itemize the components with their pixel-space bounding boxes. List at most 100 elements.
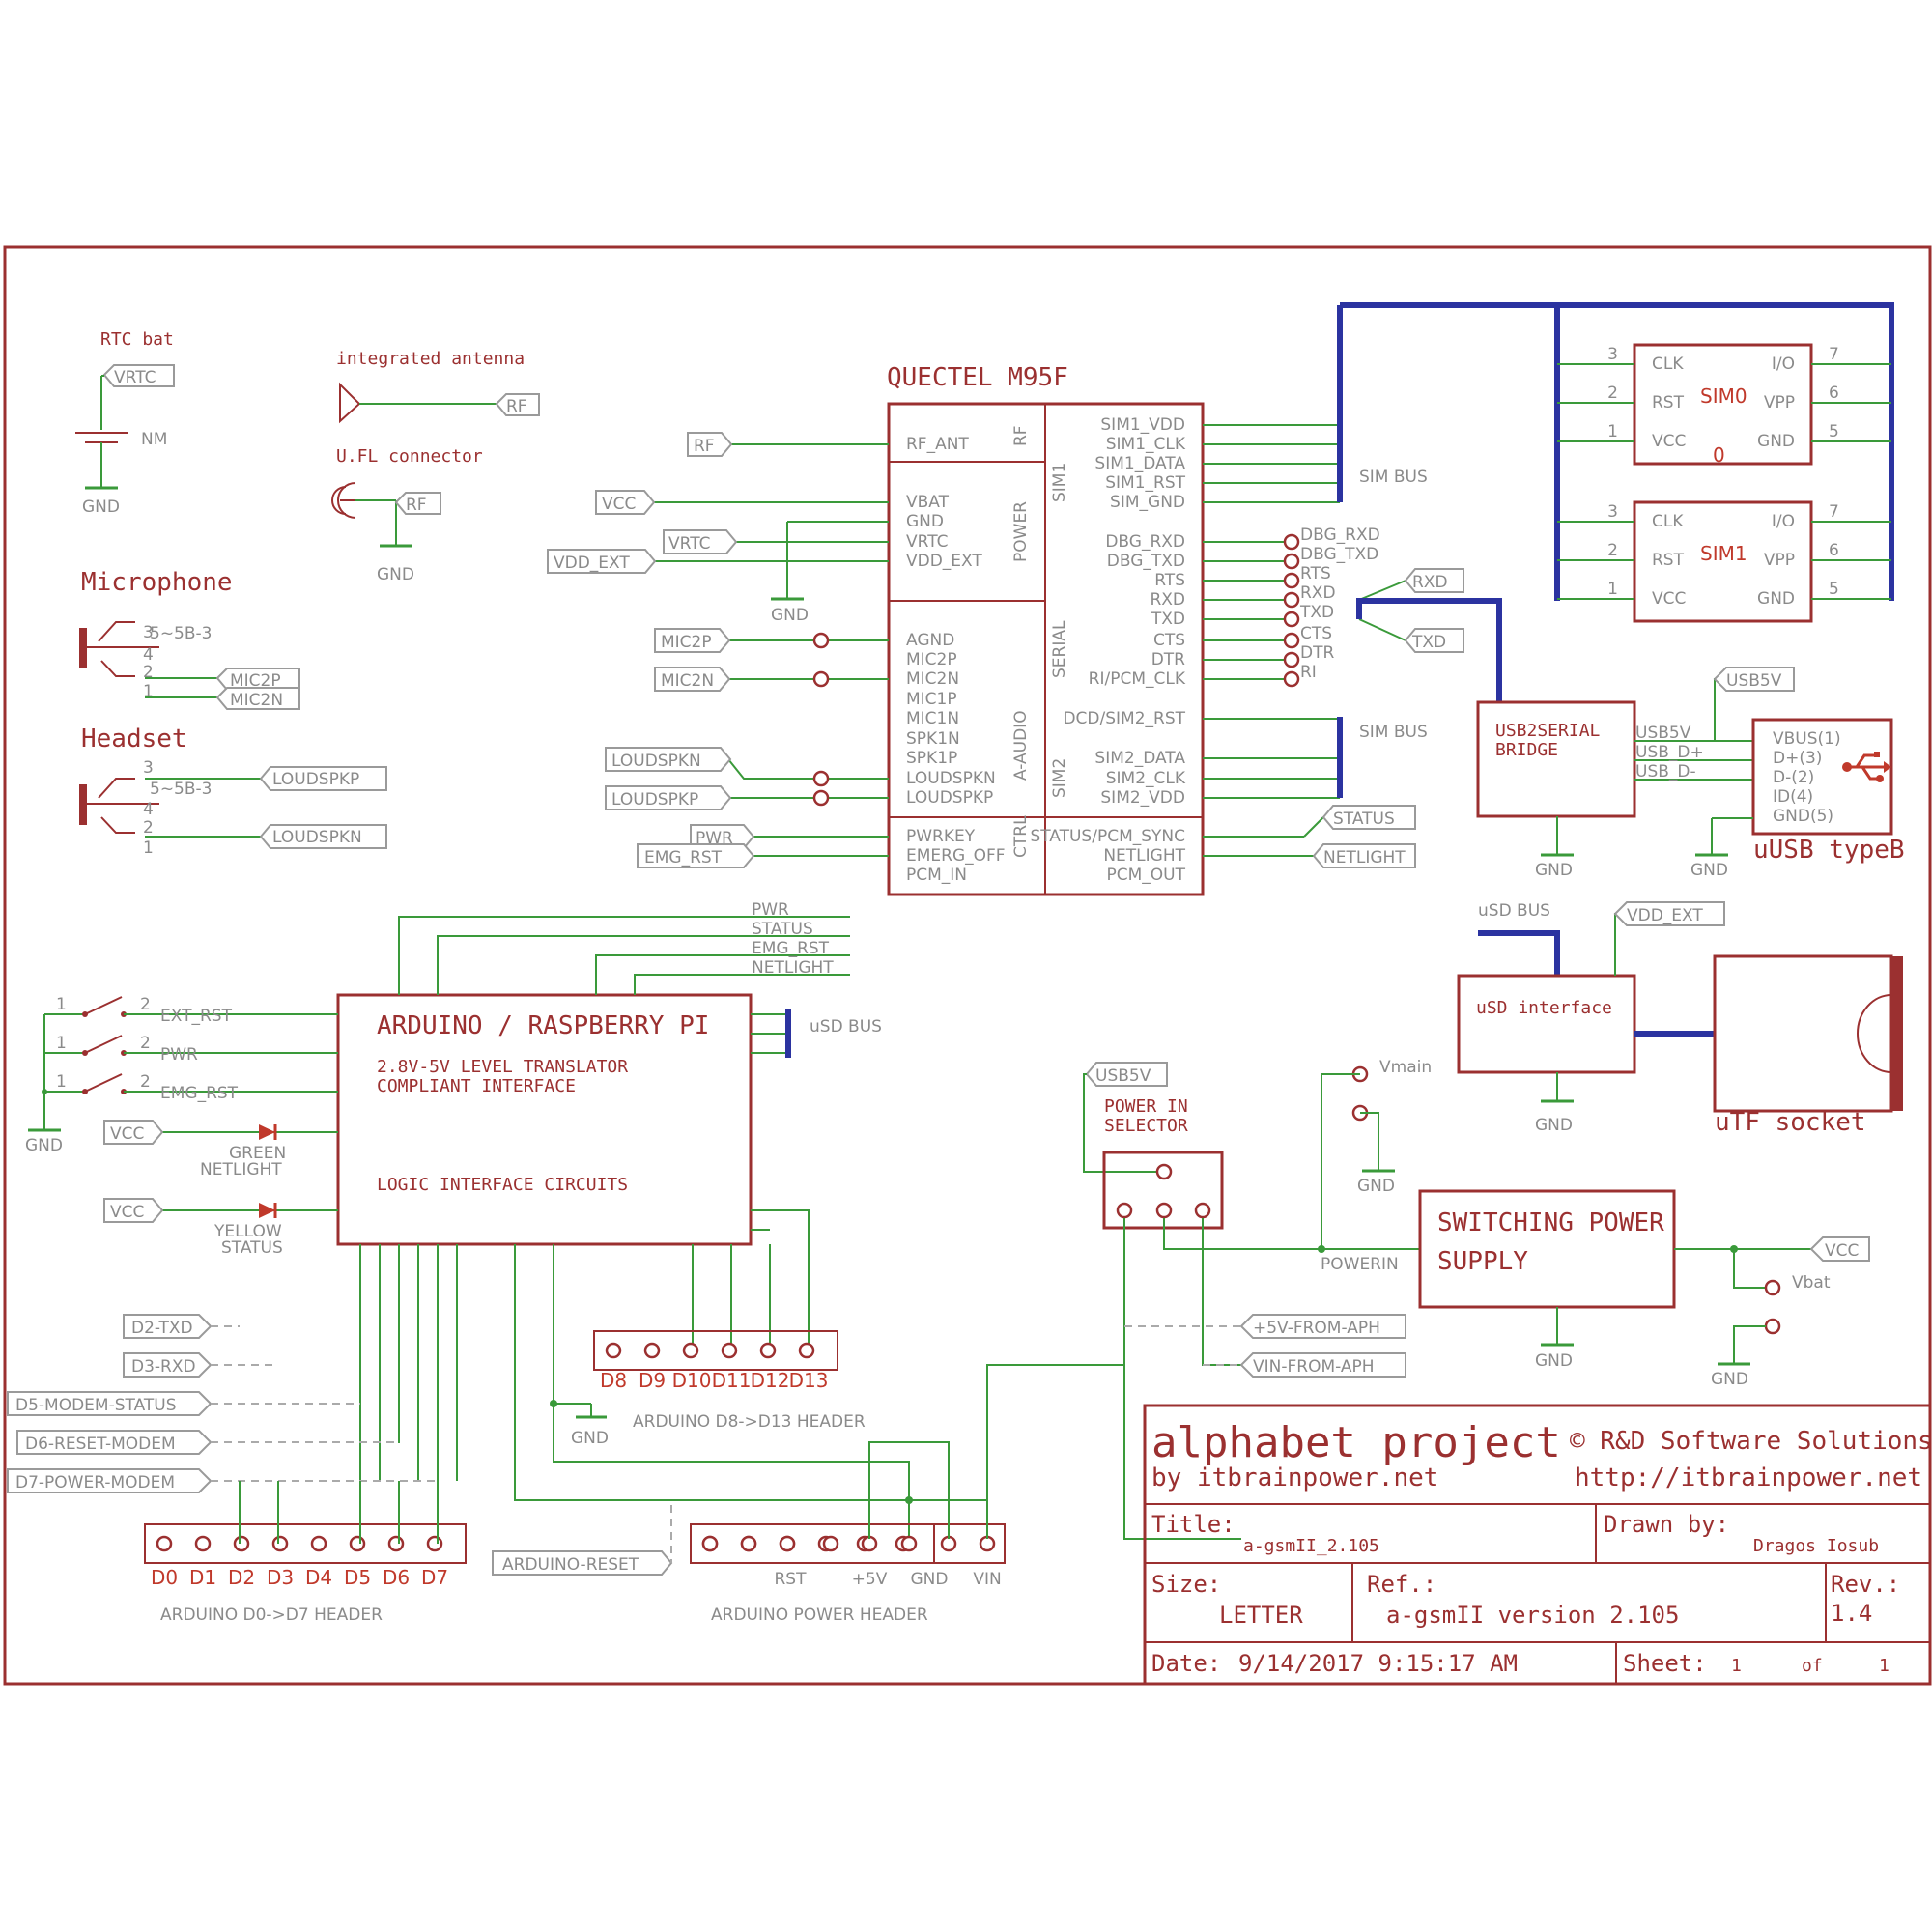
- module-right-pin-7: RTS: [1154, 571, 1185, 590]
- hs-net-loudspkp: LOUDSPKP: [272, 770, 359, 789]
- hs-jack-type: 5~5B-3: [150, 780, 213, 799]
- module-right-pin-19: PCM_OUT: [1107, 866, 1186, 885]
- sim0-rnum-0: 7: [1829, 345, 1839, 364]
- sim0-name: SIM0: [1700, 384, 1747, 408]
- top-net-status: STATUS: [752, 920, 813, 939]
- arduino-line3: LOGIC INTERFACE CIRCUITS: [377, 1175, 628, 1195]
- ufl-title: U.FL connector: [336, 446, 483, 467]
- module-right-pin-10: CTS: [1153, 631, 1185, 650]
- hdr-d0-pin-1: D1: [189, 1566, 216, 1589]
- switch-lever-0: [84, 996, 123, 1015]
- sec-power: POWER: [1011, 501, 1031, 562]
- led2-sig: STATUS: [221, 1238, 283, 1258]
- antenna-block: integrated antenna RF U.FL connector RF …: [331, 349, 540, 584]
- hdr-d8-pad-4: [759, 1342, 777, 1359]
- hdr-d0-pin-5: D5: [344, 1566, 371, 1589]
- rtc-battery: RTC bat VRTC NM GND: [75, 329, 175, 517]
- power-gnd2: GND: [1711, 1370, 1748, 1389]
- module-left-pin-10: SPK1N: [906, 729, 960, 749]
- module-right-pin-8: RXD: [1150, 590, 1185, 610]
- tb-sheets: 1: [1879, 1656, 1889, 1676]
- hdr-d8-pad-1: [643, 1342, 661, 1359]
- hdr-pwr-pin-1: +5V: [852, 1570, 888, 1589]
- switch-label-0: EXT_RST: [160, 1007, 233, 1026]
- usb-gnd: GND: [1690, 861, 1728, 880]
- hdr-d0-pin-0: D0: [151, 1566, 178, 1589]
- power-usb5v: USB5V: [1095, 1066, 1151, 1086]
- tb-url: http://itbrainpower.net: [1575, 1463, 1922, 1492]
- module-right-pins: SIM1_VDDSIM1_CLKSIM1_DATASIM1_RSTSIM_GND…: [1030, 415, 1185, 885]
- hdr-pwr-pad-2: [779, 1535, 796, 1552]
- sec-sim2: SIM2: [1050, 758, 1069, 798]
- aph-5v: +5V-FROM-APH: [1253, 1319, 1380, 1338]
- switch-num1-1: 1: [56, 1034, 67, 1053]
- mic-pin-1: 1: [143, 682, 154, 701]
- sec-ctrl: CTRL: [1011, 815, 1031, 858]
- dnet-tag-2: [7, 1391, 213, 1416]
- tb-ref-label: Ref.:: [1367, 1571, 1436, 1598]
- hdr-d0-pad-3: [271, 1535, 289, 1552]
- module-left-pin-3: VRTC: [906, 532, 948, 552]
- hdr-d0-pin-3: D3: [267, 1566, 294, 1589]
- bridge-gnd: GND: [1535, 861, 1573, 880]
- usb-connector: VBUS(1) D+(3) D-(2) ID(4) GND(5) GND uUS…: [1690, 718, 1905, 880]
- net-rf: RF: [694, 437, 715, 456]
- antenna-title: integrated antenna: [336, 349, 525, 369]
- net-loudspkp: LOUDSPKP: [611, 790, 698, 810]
- sim1-name: SIM1: [1700, 542, 1747, 565]
- arduino-line2: COMPLIANT INTERFACE: [377, 1076, 576, 1096]
- sim0-lnum-0: 3: [1607, 345, 1618, 364]
- hdr-pwr-pad-4: [861, 1535, 878, 1552]
- led2-name: YELLOW: [213, 1222, 282, 1241]
- dnet-label-4: D7-POWER-MODEM: [15, 1473, 175, 1492]
- module-right-pin-2: SIM1_DATA: [1094, 454, 1185, 473]
- header-d8-title: ARDUINO D8->D13 HEADER: [633, 1412, 866, 1432]
- tb-project: alphabet project: [1151, 1418, 1561, 1467]
- serial-tp-label-6: DTR: [1300, 643, 1334, 663]
- switch-gnd: GND: [25, 1136, 63, 1155]
- mic-pin-2: 2: [143, 663, 154, 682]
- power-vmain: Vmain: [1379, 1058, 1432, 1077]
- tb-rev-label: Rev.:: [1831, 1571, 1900, 1598]
- sps-title1: SWITCHING POWER: [1437, 1208, 1664, 1237]
- aph-vin: VIN-FROM-APH: [1253, 1357, 1375, 1377]
- switch-num2-2: 2: [140, 1072, 151, 1092]
- net-rxd: RXD: [1412, 573, 1448, 592]
- hdr-d0-pad-5: [349, 1535, 366, 1552]
- net-mic2n: MIC2N: [661, 671, 714, 691]
- serial-tp-0: [1283, 533, 1300, 551]
- dnet-tag-1: [123, 1352, 213, 1378]
- hdr-d8-pin-0: D8: [600, 1369, 627, 1392]
- dnet-label-3: D6-RESET-MODEM: [25, 1435, 176, 1454]
- usb-pin-dm: D-(2): [1773, 768, 1814, 787]
- sim0-lpin-0: CLK: [1652, 355, 1684, 374]
- hdr-d8-pin-3: D11: [712, 1369, 752, 1392]
- tb-sheet: 1: [1731, 1656, 1742, 1676]
- hs-pin-1: 1: [143, 838, 154, 858]
- serial-tp-1: [1283, 553, 1300, 570]
- hdr-d0-body: [144, 1523, 467, 1564]
- tb-copyright: © R&D Software Solutions: [1570, 1427, 1932, 1456]
- bridge-pin-dp: USB_D+: [1635, 743, 1704, 762]
- hdr-pwr-body2: [690, 1523, 1006, 1564]
- module-left-pin-14: PWRKEY: [906, 827, 976, 846]
- hs-pin-3: 3: [143, 758, 154, 778]
- hdr-d8-pin-1: D9: [639, 1369, 666, 1392]
- net-loudspkn: LOUDSPKN: [611, 752, 701, 771]
- module-left-pins: RF_ANTVBATGNDVRTCVDD_EXTAGNDMIC2PMIC2NMI…: [906, 435, 1006, 885]
- usd-title: uSD interface: [1476, 998, 1612, 1018]
- microphone-jack: Microphone 3 5~5B-3 4 2 1 MIC2P MIC2N: [79, 568, 300, 710]
- switch-lever-2: [84, 1073, 123, 1093]
- top-net-emgrst: EMG_RST: [752, 939, 830, 958]
- serial-tp-label-7: RI: [1300, 663, 1317, 682]
- module-left-pin-7: MIC2N: [906, 669, 959, 689]
- hdr-pwr-pad-1: [740, 1535, 757, 1552]
- arduino-title: ARDUINO / RASPBERRY PI: [377, 1011, 709, 1040]
- power-vbat: Vbat: [1792, 1273, 1831, 1293]
- antenna-net: RF: [506, 397, 527, 416]
- sim0-lnum-1: 2: [1607, 384, 1618, 403]
- sim-bus-2: SIM BUS: [1359, 723, 1428, 742]
- headset-jack: Headset 3 5~5B-3 4 2 1 LOUDSPKP LOUDSPKN: [79, 724, 387, 858]
- hdr-d0-pin-6: D6: [383, 1566, 410, 1589]
